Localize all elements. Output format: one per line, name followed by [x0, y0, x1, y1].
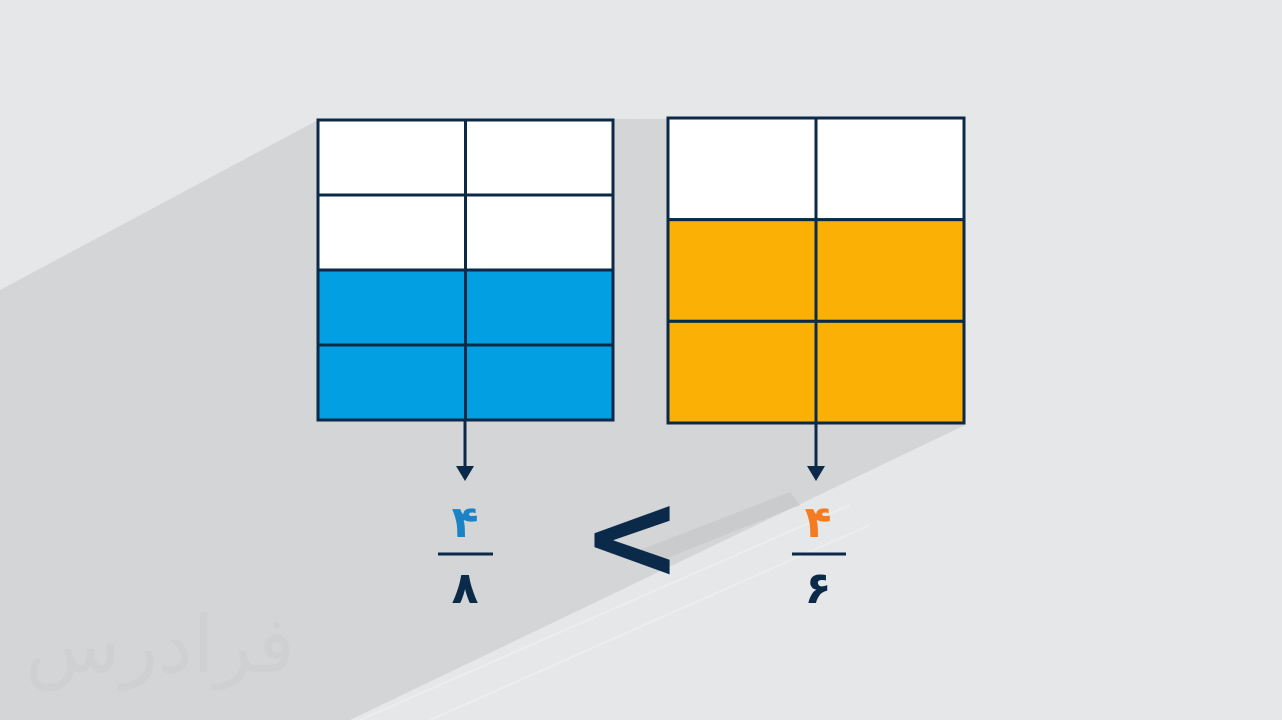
right-grid-filled-cell: [666, 218, 818, 323]
left-arrow-head: [456, 466, 474, 481]
left-denominator: ۸: [452, 563, 479, 614]
highlight-streak: [359, 504, 851, 720]
left-fraction-grid: [316, 118, 615, 422]
right-grid-filled-cell: [814, 319, 966, 425]
left-grid-filled-cell: [464, 268, 615, 347]
right-fraction: ۴ ۶: [792, 497, 846, 614]
left-fraction: ۴ ۸: [438, 497, 493, 614]
right-arrow-head: [807, 466, 825, 481]
right-grid-filled-cell: [666, 319, 818, 425]
watermark-logo: فرادرس: [25, 601, 295, 692]
left-numerator: ۴: [452, 497, 479, 548]
left-grid-filled-cell: [316, 343, 467, 422]
left-grid-filled-cell: [316, 268, 467, 347]
right-grid-empty-cell: [666, 116, 818, 222]
right-arrow: [807, 423, 825, 481]
left-grid-filled-cell: [464, 343, 615, 422]
right-fraction-grid: [666, 116, 966, 425]
left-arrow: [456, 420, 474, 481]
right-grid-empty-cell: [814, 116, 966, 222]
right-denominator: ۶: [805, 563, 832, 614]
symbol-shadow: [640, 492, 800, 565]
left-grid-empty-cell: [316, 193, 467, 272]
left-grid-empty-cell: [464, 193, 615, 272]
left-grid-empty-cell: [316, 118, 467, 197]
right-numerator: ۴: [805, 497, 832, 548]
right-grid-filled-cell: [814, 218, 966, 323]
highlight-streak: [429, 524, 871, 720]
left-grid-empty-cell: [464, 118, 615, 197]
comparison-symbol: <: [582, 468, 683, 607]
